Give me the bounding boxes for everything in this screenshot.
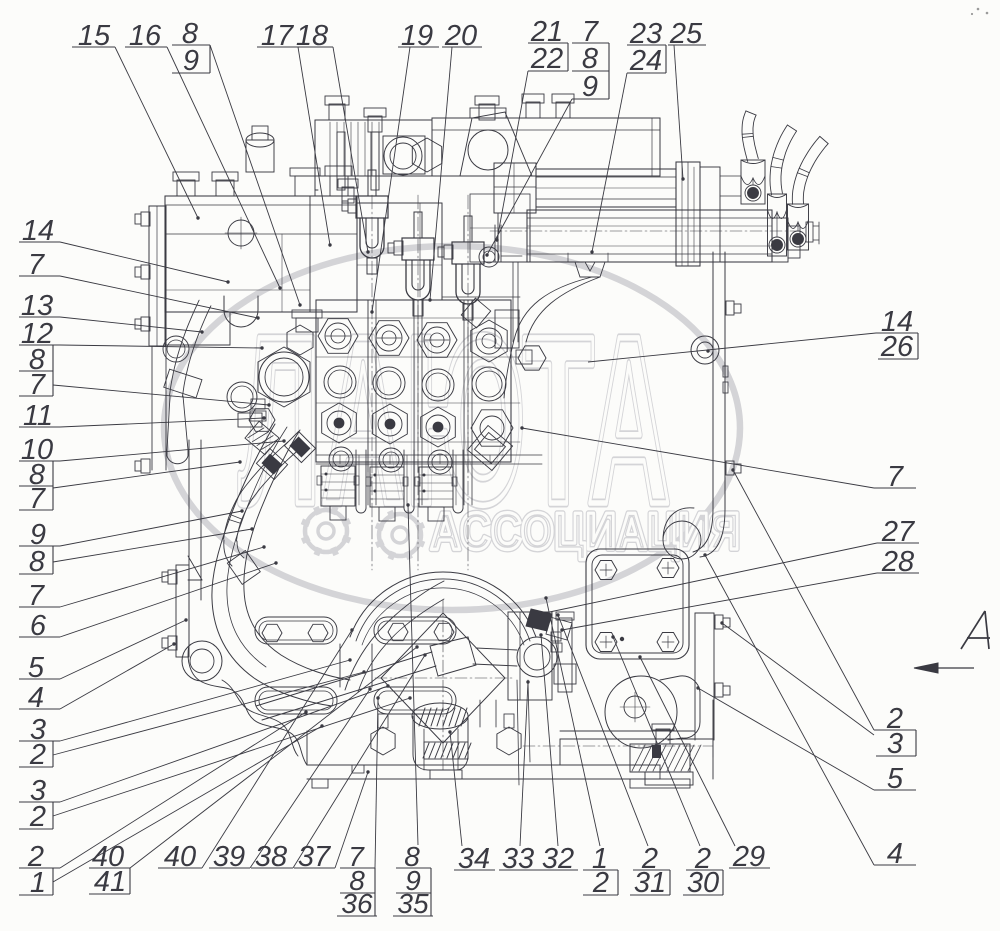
svg-text:2: 2 bbox=[694, 843, 711, 875]
svg-text:9: 9 bbox=[405, 865, 421, 896]
svg-text:2: 2 bbox=[29, 739, 46, 771]
svg-text:9: 9 bbox=[183, 45, 199, 77]
svg-text:8: 8 bbox=[29, 459, 45, 491]
svg-text:26: 26 bbox=[880, 331, 914, 363]
svg-text:35: 35 bbox=[397, 888, 429, 919]
svg-text:7: 7 bbox=[29, 369, 47, 401]
svg-text:5: 5 bbox=[28, 652, 45, 684]
svg-text:7: 7 bbox=[28, 249, 46, 281]
svg-text:7: 7 bbox=[887, 461, 905, 493]
svg-text:8: 8 bbox=[582, 43, 598, 75]
svg-text:7: 7 bbox=[29, 483, 47, 515]
svg-text:31: 31 bbox=[634, 867, 666, 899]
svg-text:4: 4 bbox=[28, 682, 44, 714]
svg-text:24: 24 bbox=[629, 45, 662, 77]
svg-text:7: 7 bbox=[28, 580, 46, 612]
svg-text:2: 2 bbox=[27, 841, 44, 873]
svg-text:8: 8 bbox=[29, 546, 45, 578]
svg-text:3: 3 bbox=[30, 775, 46, 807]
svg-text:2: 2 bbox=[29, 801, 46, 833]
svg-text:36: 36 bbox=[341, 888, 373, 919]
svg-text:6: 6 bbox=[30, 610, 47, 642]
svg-text:2: 2 bbox=[592, 867, 609, 899]
svg-text:8: 8 bbox=[404, 841, 420, 872]
svg-text:2: 2 bbox=[886, 703, 903, 735]
svg-text:22: 22 bbox=[530, 43, 563, 75]
svg-text:1: 1 bbox=[30, 867, 46, 899]
svg-text:АССОЦИАЦИЯ: АССОЦИАЦИЯ bbox=[430, 503, 740, 561]
svg-text:3: 3 bbox=[30, 714, 46, 746]
svg-text:3: 3 bbox=[887, 728, 903, 760]
svg-text:9: 9 bbox=[30, 519, 46, 551]
svg-text:7: 7 bbox=[582, 16, 600, 48]
svg-text:9: 9 bbox=[582, 71, 598, 103]
svg-text:1: 1 bbox=[592, 843, 608, 875]
svg-text:АССОЦИАЦИЯ: АССОЦИАЦИЯ bbox=[430, 503, 740, 561]
svg-text:8: 8 bbox=[182, 18, 198, 50]
svg-text:2: 2 bbox=[641, 843, 658, 875]
svg-text:8: 8 bbox=[349, 865, 365, 896]
svg-text:5: 5 bbox=[887, 763, 904, 795]
svg-text:8: 8 bbox=[29, 344, 45, 376]
svg-text:7: 7 bbox=[348, 841, 365, 872]
svg-text:4: 4 bbox=[887, 838, 903, 870]
svg-text:41: 41 bbox=[94, 866, 126, 898]
svg-text:30: 30 bbox=[687, 867, 719, 899]
